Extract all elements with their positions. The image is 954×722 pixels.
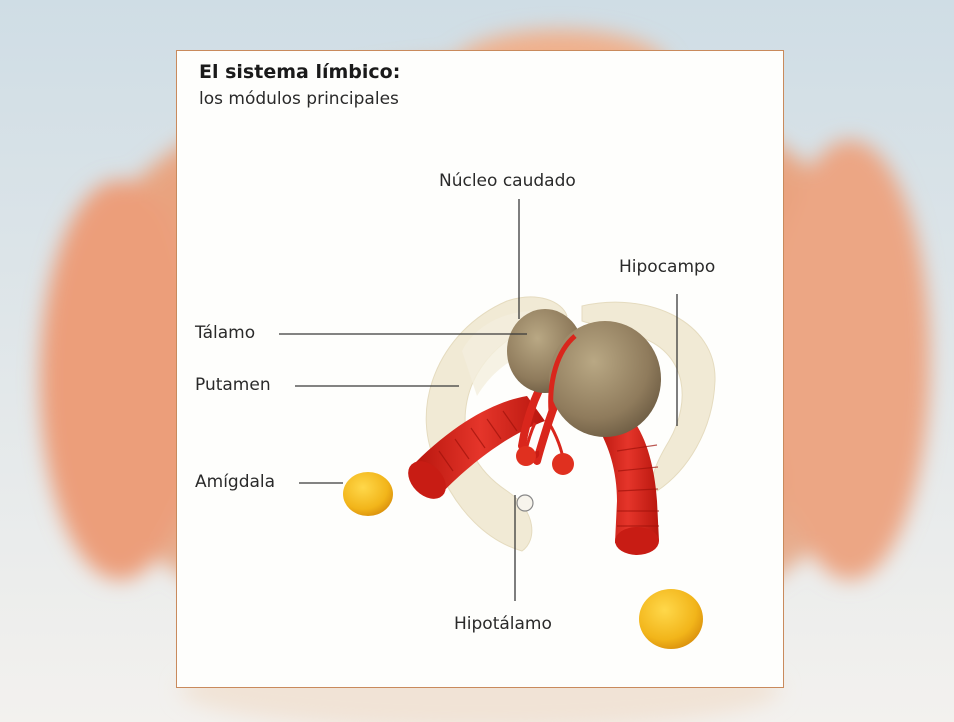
label-talamo: Tálamo xyxy=(195,323,255,343)
label-amigdala: Amígdala xyxy=(195,472,275,492)
diagram-title: El sistema límbico: xyxy=(199,61,400,83)
label-nucleo-caudado: Núcleo caudado xyxy=(439,171,576,191)
limbic-system-illustration xyxy=(177,51,784,688)
label-putamen: Putamen xyxy=(195,375,271,395)
hypothalamus-shape xyxy=(517,495,533,511)
label-hipotalamo: Hipotálamo xyxy=(454,614,552,634)
diagram-panel: El sistema límbico: los módulos principa… xyxy=(176,50,784,688)
label-hipocampo: Hipocampo xyxy=(619,257,715,277)
diagram-subtitle: los módulos principales xyxy=(199,89,399,109)
